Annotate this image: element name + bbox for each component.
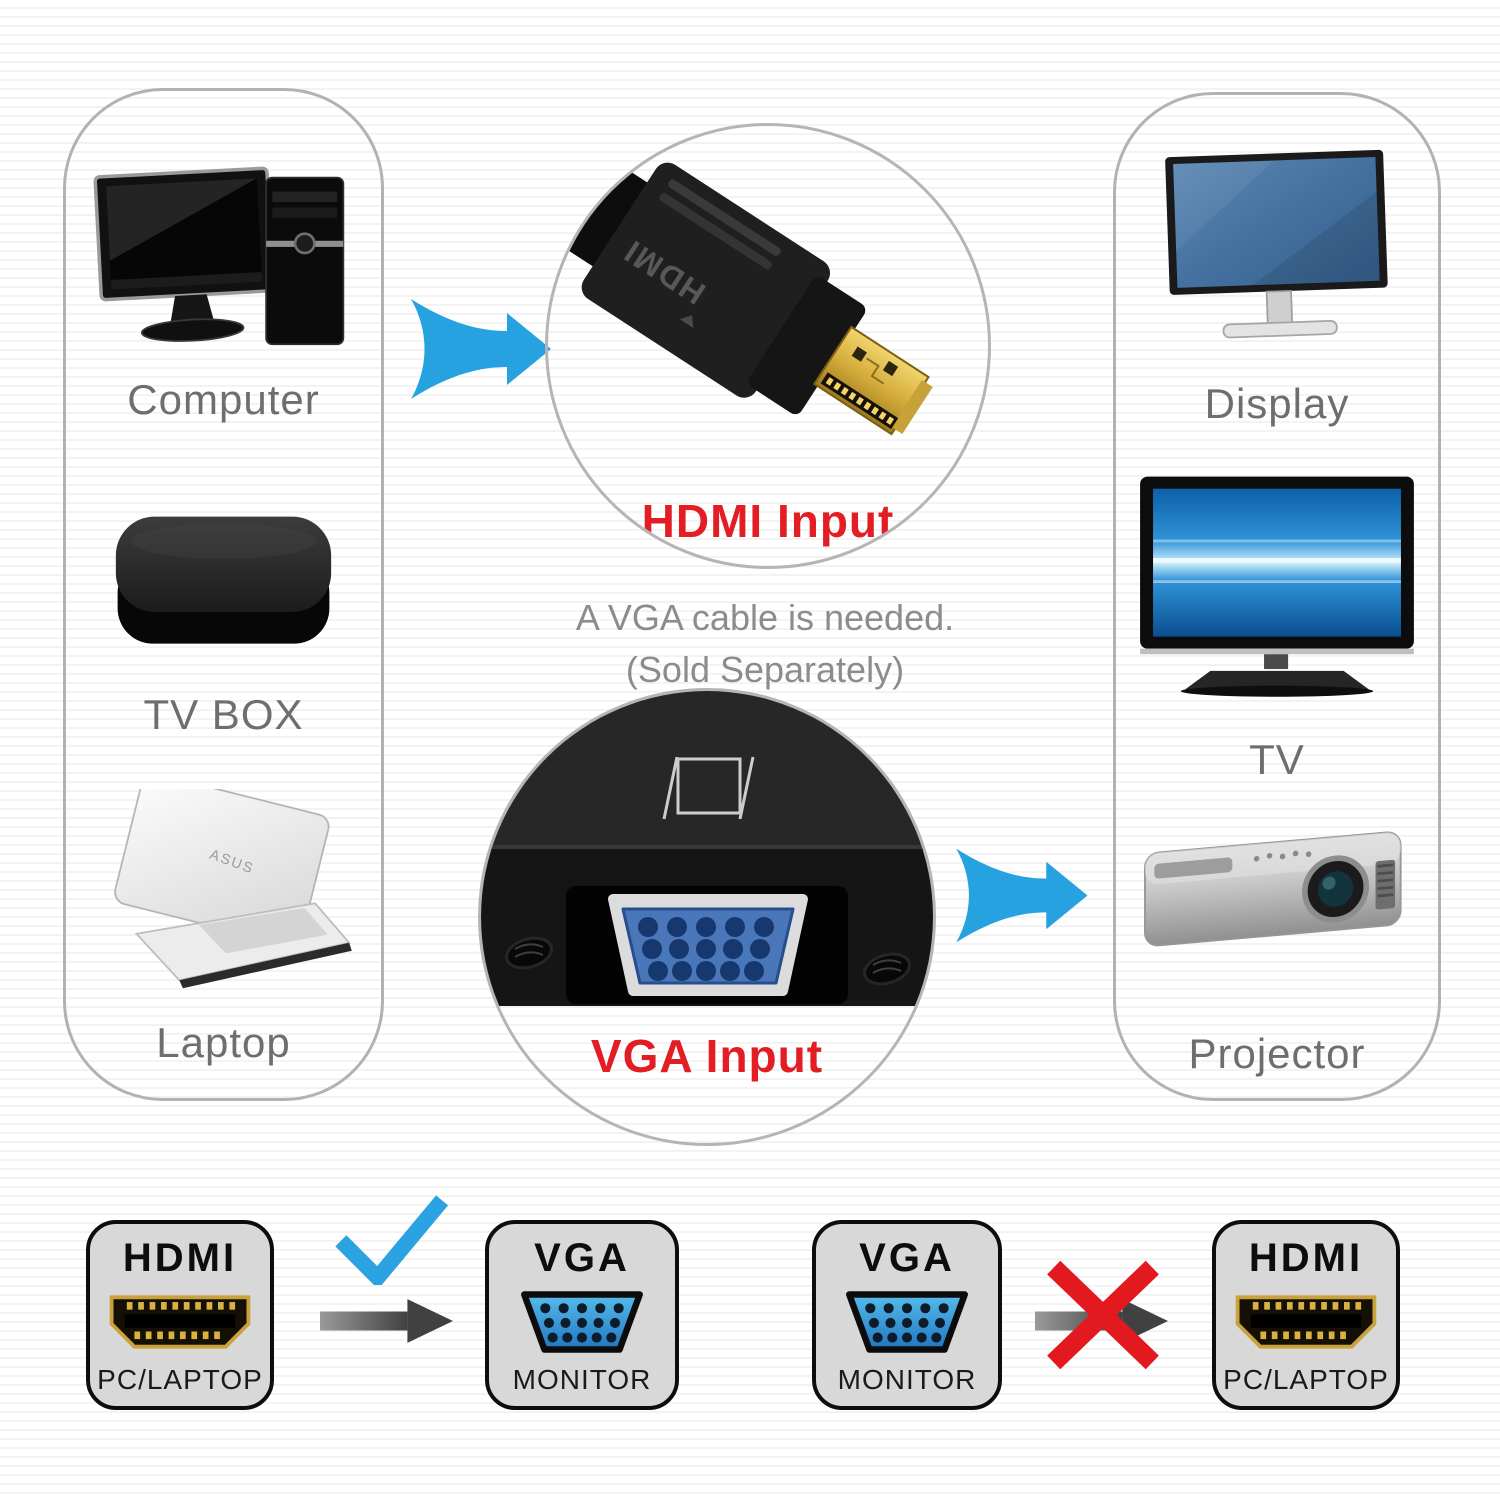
- vga-connector-icon: [521, 1291, 643, 1353]
- check-icon: [335, 1195, 449, 1285]
- vga-connector-icon: [846, 1291, 968, 1353]
- hdmi-input-label: HDMI Input: [641, 495, 895, 547]
- note-line-1: A VGA cable is needed.: [575, 597, 955, 638]
- blue-arrow-icon: [411, 299, 551, 399]
- tv-image: [1116, 467, 1438, 704]
- hdmi-connector-icon: [109, 1295, 251, 1349]
- vga-target-card: VGA MONITOR: [485, 1220, 679, 1410]
- vga-cable-note: A VGA cable is needed. (Sold Separately): [530, 592, 1000, 696]
- hdmi-connector-icon: [1235, 1295, 1377, 1349]
- computer-label: Computer: [127, 376, 320, 423]
- hdmi-input-circle: HDMI HDMI Input: [545, 123, 991, 569]
- display-label: Display: [1204, 380, 1350, 427]
- tv-box-label: TV BOX: [143, 691, 304, 738]
- vga-target-subtitle: MONITOR: [512, 1364, 652, 1395]
- laptop-label: Laptop: [156, 1019, 291, 1066]
- vga-input-circle: VGA Input: [478, 688, 936, 1146]
- vga-logo-text: VGA: [534, 1236, 630, 1280]
- laptop-image: ASUS: [66, 789, 381, 1004]
- gray-arrow-icon: [320, 1299, 453, 1343]
- screw-post-left: [505, 936, 553, 970]
- note-line-2: (Sold Separately): [625, 649, 905, 690]
- hdmi-target-subtitle: PC/LAPTOP: [1223, 1364, 1389, 1395]
- vga-source-subtitle: MONITOR: [837, 1364, 977, 1395]
- display-monitor-image: [1116, 143, 1438, 353]
- hdmi-source-card: HDMI PC/LAPTOP: [86, 1220, 274, 1410]
- vga-port-image: [481, 691, 933, 1006]
- monitor-icon: [662, 756, 755, 820]
- screw-post-right: [863, 952, 911, 986]
- projector-image: [1116, 809, 1438, 986]
- projector-label: Projector: [1188, 1030, 1366, 1077]
- tv-label: TV: [1249, 736, 1305, 783]
- hdmi-logo-text: HDMI: [122, 1236, 238, 1280]
- hdmi-adapter-image: HDMI: [562, 162, 933, 436]
- blue-arrow-icon: [956, 848, 1088, 943]
- desktop-computer-image: [66, 153, 381, 373]
- source-devices-panel: Computer TV BOX: [63, 88, 384, 1101]
- tv-box-image: [66, 506, 381, 661]
- hdmi-logo-text: HDMI: [1248, 1236, 1364, 1280]
- vga-logo-text: VGA: [859, 1236, 955, 1280]
- hdmi-source-subtitle: PC/LAPTOP: [97, 1364, 263, 1395]
- output-devices-panel: Display TV: [1113, 92, 1441, 1101]
- vga-input-label: VGA Input: [590, 1030, 824, 1082]
- red-x-icon: [1047, 1260, 1159, 1370]
- hdmi-target-card: HDMI PC/LAPTOP: [1212, 1220, 1400, 1410]
- vga-source-card: VGA MONITOR: [812, 1220, 1002, 1410]
